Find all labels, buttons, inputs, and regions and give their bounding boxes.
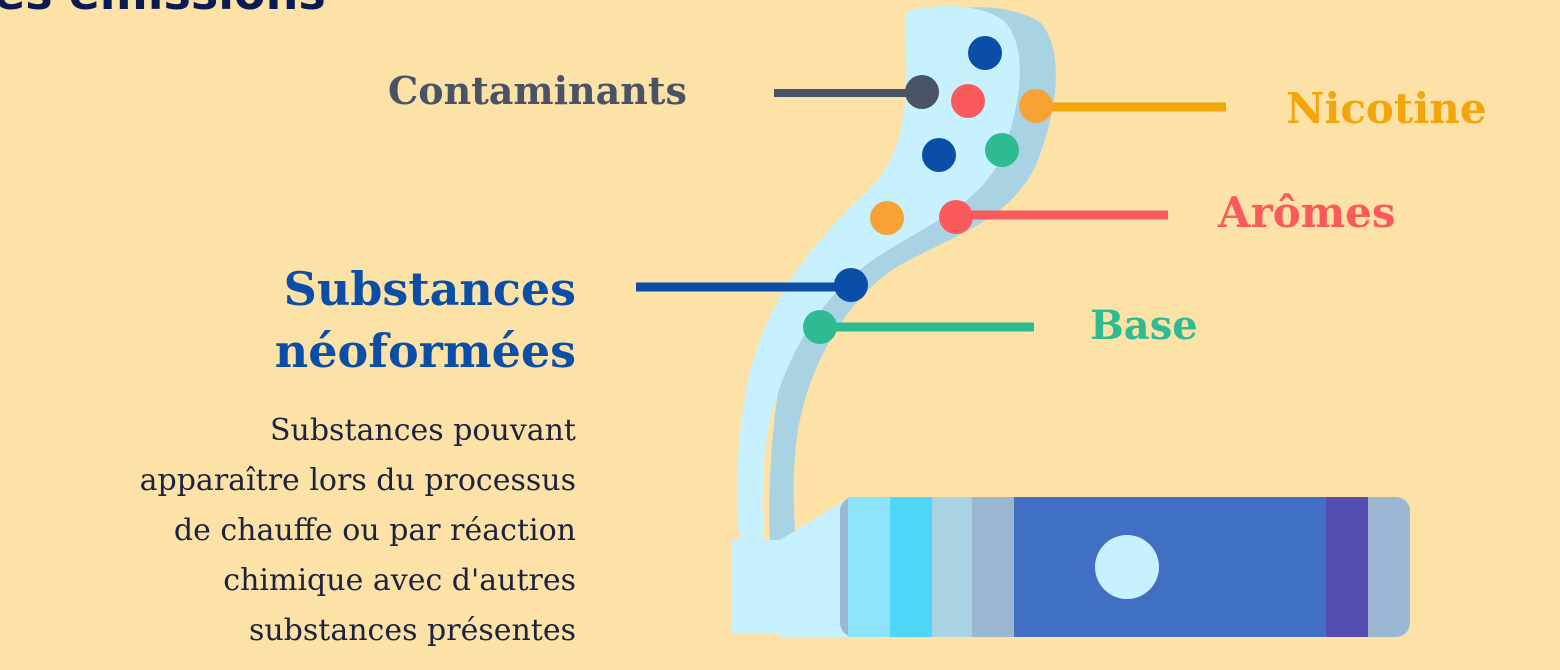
- description-line: apparaître lors du processus: [139, 463, 576, 498]
- description-line: Substances pouvant: [269, 413, 576, 448]
- particle-dot: [870, 201, 904, 235]
- particle-dot: [951, 84, 985, 118]
- label-aromes: Arômes: [1218, 188, 1396, 237]
- particle-dot: [939, 200, 973, 234]
- particle-dot: [922, 138, 956, 172]
- e-cigarette: [732, 497, 1410, 637]
- particle-dot: [803, 310, 837, 344]
- neoformees-heading: Substances néoformées: [16, 258, 576, 382]
- label-contaminants: Contaminants: [388, 68, 687, 113]
- description-line: substances présentes: [248, 613, 576, 648]
- neoformees-title-line: néoformées: [274, 324, 576, 378]
- particle-dot: [834, 268, 868, 302]
- label-base: Base: [1090, 302, 1198, 349]
- particle-dot: [968, 36, 1002, 70]
- description-line: de chauffe ou par réaction: [173, 513, 576, 548]
- neoformees-title-line: Substances: [283, 262, 576, 316]
- particle-dot: [1019, 89, 1053, 123]
- neoformees-description: Substances pouvant apparaître lors du pr…: [0, 406, 576, 656]
- label-nicotine: Nicotine: [1286, 84, 1487, 133]
- particle-dot: [985, 133, 1019, 167]
- page-title: es émissions: [0, 0, 326, 20]
- particle-dot: [905, 75, 939, 109]
- description-line: chimique avec d'autres: [223, 563, 576, 598]
- vapor-plume: [737, 6, 1020, 546]
